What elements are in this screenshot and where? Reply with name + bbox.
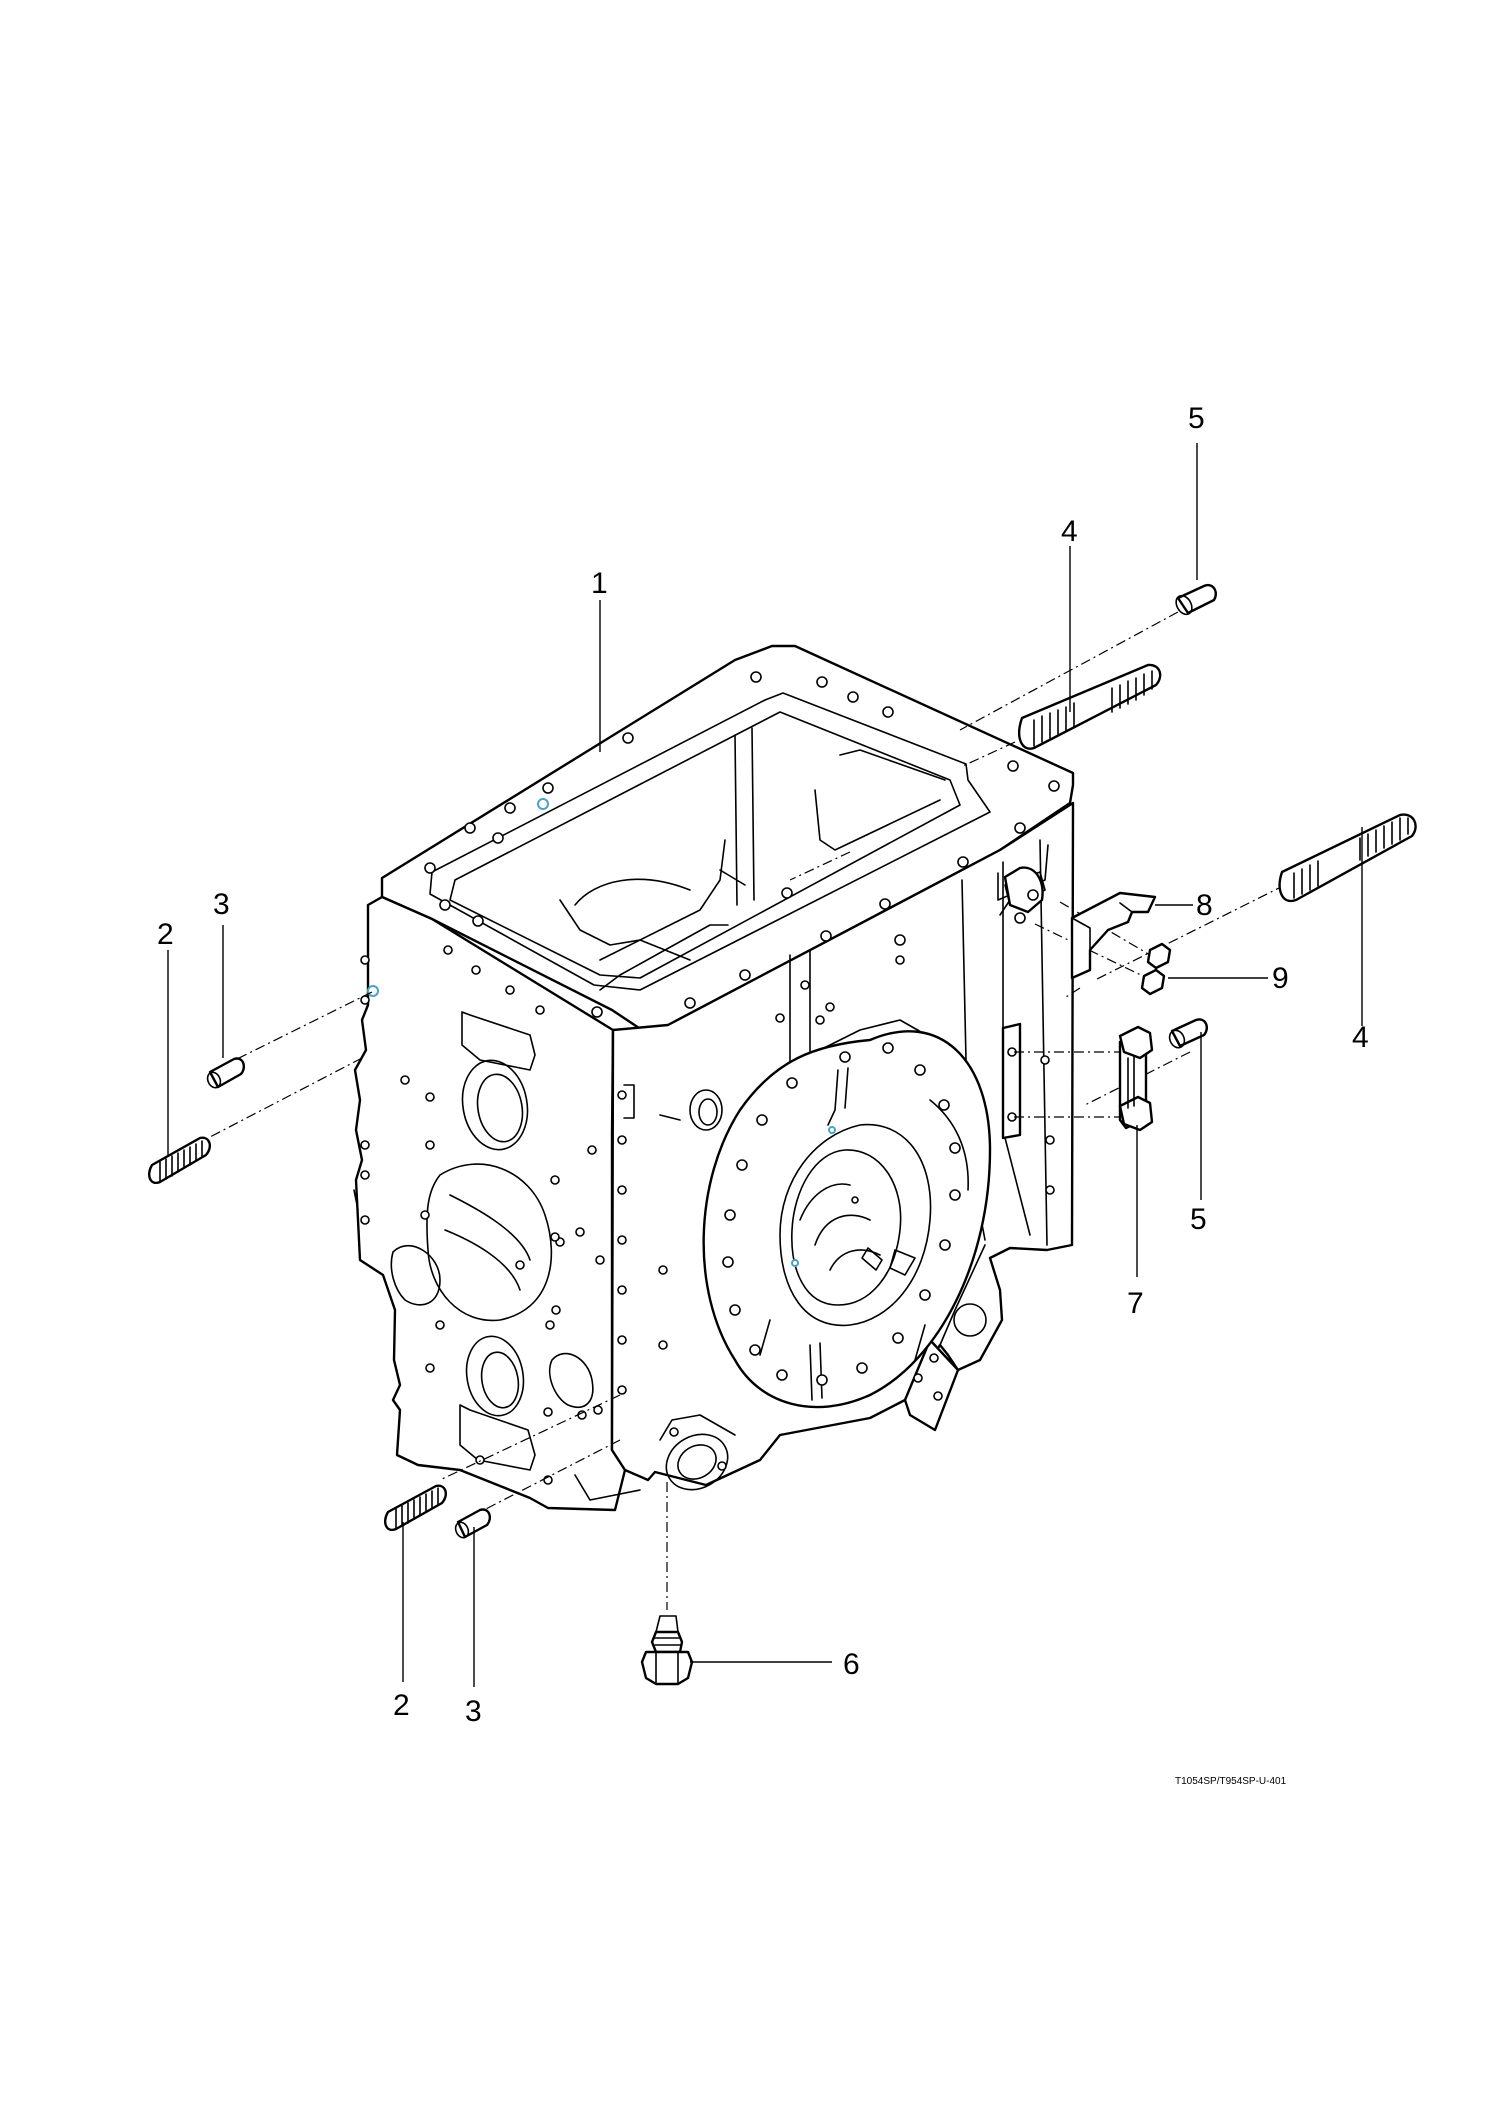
callout-2-bottom: 2 [393, 1689, 410, 1722]
callout-3-left: 3 [213, 888, 230, 921]
part-4-stud-right [1278, 813, 1417, 903]
part-6-drain-plug [640, 1615, 694, 1686]
callout-3-bottom: 3 [465, 1695, 482, 1728]
part-9-bolts [1140, 942, 1172, 996]
callout-9: 9 [1272, 962, 1289, 995]
callout-1: 1 [591, 567, 608, 600]
callout-2-left: 2 [157, 918, 174, 951]
housing-top-opening [429, 692, 991, 991]
callout-5-top: 5 [1188, 402, 1205, 435]
drawing-code: T1054SP/T954SP-U-401 [1175, 1776, 1287, 1787]
part-3-dowel-pin-bottom [454, 1508, 491, 1539]
part-5-dowel-pin-top [1175, 583, 1218, 616]
callout-8: 8 [1196, 889, 1213, 922]
left-face-small-bore [390, 1245, 441, 1306]
leader-lines [167, 443, 1363, 1687]
drain-boss [665, 1433, 729, 1491]
callout-7: 7 [1127, 1287, 1144, 1320]
callout-4-right: 4 [1352, 1021, 1369, 1054]
left-face-bottom-slot [459, 1404, 536, 1471]
transmission-housing [353, 644, 1075, 1512]
part-7-bracket [1118, 1025, 1154, 1132]
part-2-stud-left [148, 1136, 212, 1185]
left-face-main-bore [426, 1163, 553, 1322]
part-2-stud-bottom [384, 1484, 448, 1532]
left-face-top-slot [461, 1011, 536, 1071]
part-4-stud-top [1018, 663, 1162, 750]
callout-6: 6 [843, 1648, 860, 1681]
part-3-dowel-pin-left [206, 1057, 245, 1089]
left-face-lower-bore-1 [465, 1335, 525, 1417]
callout-labels: 1 4 5 3 2 8 9 4 5 7 6 2 3 [157, 402, 1369, 1728]
front-flange [702, 1030, 992, 1409]
left-face-upper-bore [461, 1059, 529, 1151]
part-5-dowel-pin-right [1168, 1018, 1208, 1049]
part-8-bracket [1070, 891, 1157, 980]
callout-5-right: 5 [1190, 1203, 1207, 1236]
left-face-lower-bore-2 [548, 1352, 594, 1408]
callout-4-top: 4 [1061, 515, 1078, 548]
